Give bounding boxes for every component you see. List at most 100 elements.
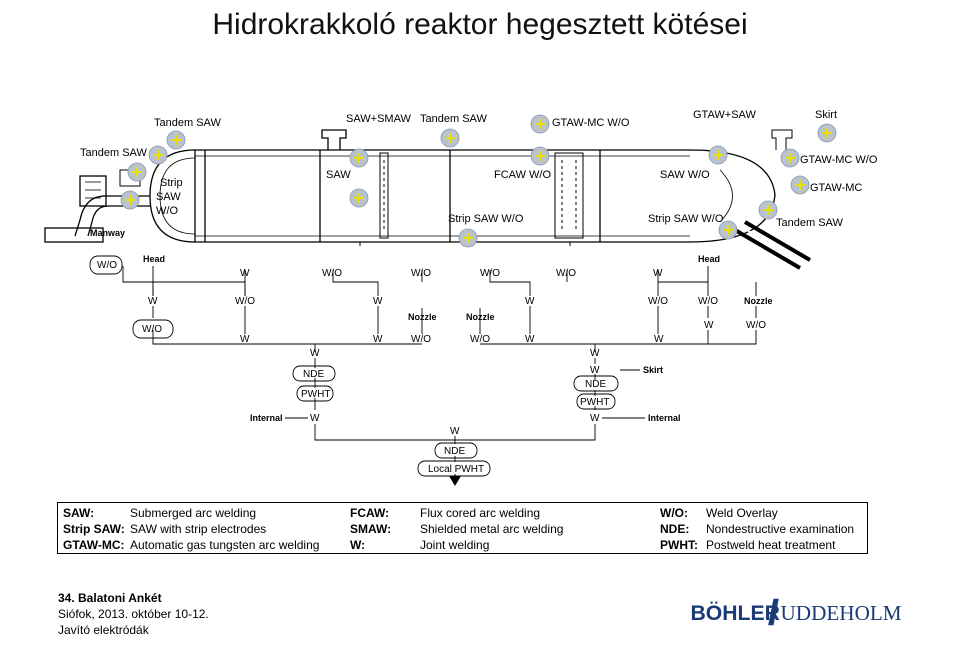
internal-tray-2	[554, 152, 584, 239]
label-manway: Manway	[90, 228, 125, 238]
legend-key: PWHT:	[660, 538, 698, 552]
footer-place: Siófok, 2013. október 10-12.	[58, 607, 209, 621]
legend-value: Automatic gas tungsten arc welding	[130, 538, 320, 552]
outlet-pipe-inner	[739, 225, 806, 265]
flow-r8-local-pwht: Local PWHT	[428, 464, 484, 475]
label-gtaw-mc-right: GTAW-MC	[810, 182, 862, 194]
flow-r1-w1: W	[240, 268, 250, 279]
weld-marker-icon	[708, 145, 728, 165]
flow-r6-pwht2: PWHT	[580, 397, 609, 408]
flow-r2-wo2: W/O	[648, 296, 668, 307]
legend-box: SAW: Submerged arc welding Strip SAW: SA…	[57, 502, 868, 554]
weld-marker-icon	[530, 114, 550, 134]
flow-r3-w5: W	[654, 334, 664, 345]
legend-value: Submerged arc welding	[130, 506, 257, 520]
weld-marker-icon	[758, 200, 778, 220]
weld-marker-icon	[458, 228, 478, 248]
label-saw: SAW	[326, 169, 351, 181]
label-strip-saw-wo-right: Strip SAW W/O	[648, 213, 724, 225]
flow-r4-w2: W	[590, 348, 600, 359]
flow-r2-w1: W	[148, 296, 158, 307]
flow-r2-nozzle: Nozzle	[744, 296, 773, 306]
label-tandem-saw-left: Tandem SAW	[80, 147, 147, 159]
label-saw-smaw: SAW+SMAW	[346, 113, 412, 125]
flow-r5-w: W	[590, 365, 600, 376]
legend-value: Nondestructive examination	[706, 522, 855, 536]
manway-flange	[44, 227, 104, 243]
footer-topic: Javító elektródák	[58, 623, 149, 637]
flow-r1-wo5: W/O	[556, 268, 576, 279]
legend-key: NDE:	[660, 522, 690, 536]
manway-nozzle	[74, 195, 150, 237]
weld-marker-icon	[349, 148, 369, 168]
flow-r2-w3: W	[525, 296, 535, 307]
flow-r7-w2: W	[590, 413, 600, 424]
flow-r3-wo3: W/O	[470, 334, 490, 345]
flow-r3-wo1: W/O	[142, 324, 162, 335]
legend-key: W/O:	[660, 506, 688, 520]
bohler-uddeholm-logo: BÖHLER UDDEHOLM	[691, 598, 902, 626]
weld-marker-icon	[817, 123, 837, 143]
label-fcaw-wo: FCAW W/O	[494, 169, 551, 181]
label-gtaw-mc-wo-right: GTAW-MC W/O	[800, 154, 878, 166]
flow-r2-w2: W	[373, 296, 383, 307]
reactor-diagram: Tandem SAW Tandem SAW SAW+SMAW Tandem SA…	[44, 109, 878, 486]
right-head-inner	[719, 169, 733, 223]
flow-r1-wo2: W/O	[322, 268, 342, 279]
label-gtaw-saw: GTAW+SAW	[693, 109, 756, 121]
label-tandem-saw-top: Tandem SAW	[154, 117, 221, 129]
flow-r7-internal2: Internal	[648, 413, 681, 423]
reactor-vessel	[44, 129, 812, 270]
legend-key: SMAW:	[350, 522, 392, 536]
flow-r6-pwht1: PWHT	[301, 389, 330, 400]
flow-r3-w3: W	[525, 334, 535, 345]
weld-marker-icon	[440, 128, 460, 148]
flow-boxes	[89, 255, 619, 477]
logo-bohler: BÖHLER	[691, 600, 780, 625]
flow-r3-nozzle2: Nozzle	[466, 312, 495, 322]
flow-r4-w1: W	[310, 348, 320, 359]
flow-r1-wo3: W/O	[411, 268, 431, 279]
label-tandem-saw-right: Tandem SAW	[776, 217, 843, 229]
weld-marker-icon	[166, 130, 186, 150]
weld-marker-icon	[148, 145, 168, 165]
legend-row: SAW:	[63, 506, 95, 520]
legend-value: Flux cored arc welding	[420, 506, 541, 520]
internal-tray-1	[379, 152, 389, 239]
weld-marker-icon	[120, 190, 140, 210]
legend-value: Postweld heat treatment	[706, 538, 836, 552]
weld-marker-icon	[790, 175, 810, 195]
flow-lines	[122, 266, 757, 462]
legend-value: Joint welding	[420, 538, 490, 552]
left-head-inner	[159, 157, 196, 235]
flow-r3-wo4: W/O	[746, 320, 766, 331]
top-nozzle-right	[771, 129, 793, 150]
footer-event: 34. Balatoni Ankét	[58, 591, 162, 605]
label-gtaw-mc-wo-top: GTAW-MC W/O	[552, 117, 630, 129]
weld-marker-icon	[718, 220, 738, 240]
outlet-pipe	[733, 220, 812, 270]
legend-key: Strip SAW:	[63, 522, 125, 536]
flow-r1-wo4: W/O	[480, 268, 500, 279]
flow-r8-w: W	[450, 426, 460, 437]
flow-r5-nde1: NDE	[303, 369, 324, 380]
weld-marker-icon	[780, 148, 800, 168]
legend-key: GTAW-MC:	[63, 538, 125, 552]
weld-marker-icon	[349, 188, 369, 208]
flow-r1-head: Head	[143, 254, 165, 264]
logo-swoosh	[768, 598, 779, 626]
flow-r7-internal1: Internal	[250, 413, 283, 423]
flow-r1-wo: W/O	[97, 260, 117, 271]
flow-r7-w1: W	[310, 413, 320, 424]
legend-value: Shielded metal arc welding	[420, 522, 564, 536]
label-skirt-top: Skirt	[815, 109, 837, 121]
flow-r1-w2: W	[653, 268, 663, 279]
label-saw-wo: SAW W/O	[660, 169, 710, 181]
flow-r3-w1: W	[240, 334, 250, 345]
label-strip-saw-wo-mid: Strip SAW W/O	[448, 213, 524, 225]
manway-flange-top	[79, 175, 107, 207]
weld-marker-icon	[530, 146, 550, 166]
flow-r8-nde: NDE	[444, 446, 465, 457]
flow-r3-w2: W	[373, 334, 383, 345]
